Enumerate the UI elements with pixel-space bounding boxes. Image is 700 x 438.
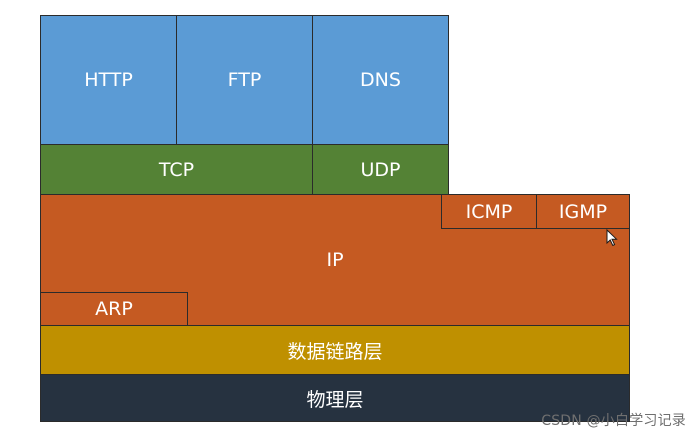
udp-box: UDP (312, 144, 449, 195)
watermark-text: CSDN @小白学习记录 (541, 413, 686, 429)
physical-box: 物理层 (40, 374, 630, 422)
http-box: HTTP (40, 15, 177, 145)
arp-box: ARP (40, 292, 188, 326)
igmp-box: IGMP (536, 194, 630, 229)
icmp-box: ICMP (441, 194, 537, 229)
dns-box: DNS (312, 15, 449, 145)
tcp-box: TCP (40, 144, 313, 195)
ftp-box: FTP (176, 15, 313, 145)
ip-label: IP (326, 249, 344, 271)
datalink-box: 数据链路层 (40, 325, 630, 375)
mouse-pointer-icon (606, 229, 618, 247)
